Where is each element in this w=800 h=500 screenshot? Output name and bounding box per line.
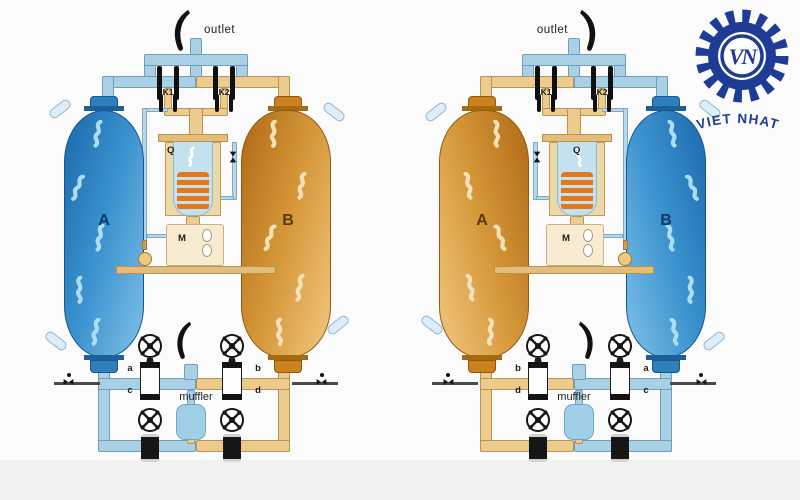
air-dryer-diagram-left: outlet K1 K2 Q M A B a b c d muffler: [43, 8, 351, 480]
motor-knobs: [583, 229, 593, 259]
drain-valve-dot: [320, 373, 324, 377]
port-label: c: [643, 385, 649, 396]
heating-coil: [177, 172, 209, 210]
air-dryer-diagram-right: outlet K1 K2 Q M A B b a d c muffler: [419, 8, 727, 480]
blue-tower-neck: [90, 360, 118, 373]
logo-text: VIET NHAT: [695, 111, 780, 132]
blue-tower-vessel: [64, 110, 144, 358]
valve-k2-label: K2: [218, 87, 230, 97]
pilot-valve-icon: [215, 94, 233, 112]
valve-body: [141, 434, 159, 462]
muffler-label: muffler: [557, 391, 591, 403]
drain-valve-dot: [67, 373, 71, 377]
motor-knobs: [202, 229, 212, 259]
drain-line: [54, 382, 100, 385]
port-label: a: [643, 363, 649, 374]
motor-label: M: [562, 233, 570, 244]
solenoid-valve-icon: [138, 252, 152, 266]
check-valve-k2-icon: [213, 66, 235, 100]
motor-box: [166, 224, 224, 266]
viet-nhat-logo: VN VIET NHAT: [676, 8, 796, 132]
tan-manifold-pipe: [196, 378, 290, 390]
valve-body: [223, 434, 241, 462]
background-bottom-strip: [0, 460, 800, 500]
pilot-tube: [146, 108, 168, 112]
heater-flange: [158, 134, 228, 142]
port-label: b: [515, 363, 521, 374]
port-label: d: [515, 385, 521, 396]
valve-k1-label: K1: [540, 87, 552, 97]
port-label: b: [255, 363, 261, 374]
orange-tower-neck: [274, 360, 302, 373]
orange-tower-vessel: [241, 110, 331, 358]
pilot-valve-icon: [159, 94, 177, 112]
dryer-graphics: [43, 8, 351, 480]
blue-tower-flange: [84, 355, 124, 360]
port-label: a: [127, 363, 133, 374]
blue-tower-flange: [84, 106, 124, 111]
motor-label: M: [178, 233, 186, 244]
valve-k2-label: K2: [596, 87, 608, 97]
tower-a-label: A: [98, 212, 110, 229]
drain-line: [292, 382, 338, 385]
heater-label: Q: [573, 145, 581, 156]
muffler-body: [176, 404, 206, 440]
solenoid-valve-stem: [142, 240, 147, 250]
logo-text-arc: VIET NHAT: [695, 111, 781, 132]
valve-body: [222, 362, 242, 400]
muffler-label: muffler: [179, 391, 213, 403]
gear-icon: VN: [695, 9, 789, 103]
exhaust-stub-pipe: [184, 364, 198, 380]
outlet-label: outlet: [536, 24, 568, 36]
tower-a-label: A: [476, 212, 488, 229]
tower-b-label: B: [660, 212, 672, 229]
valve-stem: [228, 358, 236, 364]
orange-tower-flange: [268, 355, 308, 360]
valve-body: [140, 362, 160, 400]
svg-text:VIET NHAT: VIET NHAT: [695, 111, 781, 132]
valve-stem: [146, 358, 154, 364]
port-label: c: [127, 385, 133, 396]
orange-tower-flange: [268, 106, 308, 111]
heater-label: Q: [167, 145, 175, 156]
port-label: d: [255, 385, 261, 396]
tower-b-label: B: [282, 212, 294, 229]
pilot-tube: [232, 142, 237, 200]
valve-k1-label: K1: [162, 87, 174, 97]
logo-monogram: VN: [729, 44, 759, 69]
support-shelf: [116, 266, 276, 274]
outlet-label: outlet: [204, 24, 236, 36]
tan-pipe: [196, 440, 290, 452]
blue-pipe: [144, 54, 248, 66]
check-valve-k1-icon: [157, 66, 179, 100]
